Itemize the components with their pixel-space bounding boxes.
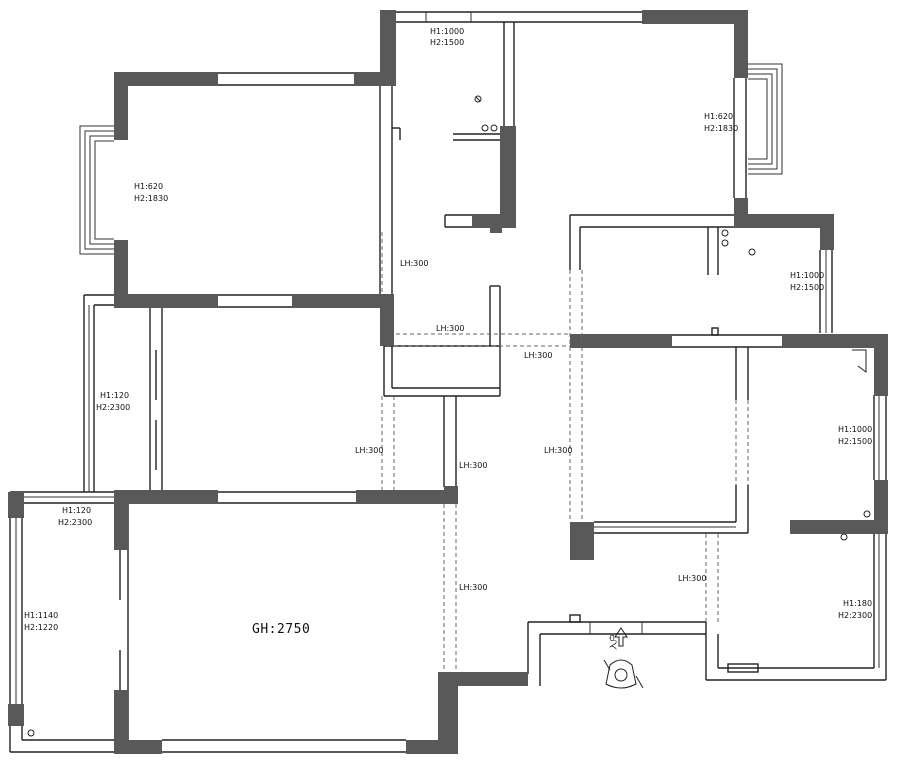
right-room-window-h2: H2:1500 xyxy=(838,437,872,446)
arrow-up-icon xyxy=(614,627,628,647)
top-window-h1: H1:1000 xyxy=(430,27,464,36)
lh-center-right-label: LH:300 xyxy=(544,446,572,455)
bay-window-right xyxy=(748,63,783,175)
bath-right-window-h1: H1:1000 xyxy=(790,271,824,280)
ceiling-height-label: GH:2750 xyxy=(252,622,310,637)
left-balcony-top-h2: H2:2300 xyxy=(96,403,130,412)
right-lower-window-h2: H2:2300 xyxy=(838,611,872,620)
left-balcony-side-h1: H1:1140 xyxy=(24,611,58,620)
walls xyxy=(8,10,888,754)
bedroom-right-window-h2: H2:1830 xyxy=(704,124,738,133)
entry-person-icon xyxy=(603,659,644,689)
lh-left-label: LH:300 xyxy=(355,446,383,455)
lh-lower-right-label: LH:300 xyxy=(678,574,706,583)
bedroom-left-window-h1: H1:620 xyxy=(134,182,163,191)
top-window-h2: H2:1500 xyxy=(430,38,464,47)
left-balcony-bottom-h1: H1:120 xyxy=(62,506,91,515)
bedroom-right-window-h1: H1:620 xyxy=(704,112,733,121)
lh-hall-label: LH:300 xyxy=(459,461,487,470)
bedroom-left-window-h2: H2:1830 xyxy=(134,194,168,203)
labels: H1:1000 H2:1500 H1:620 H2:1830 H1:620 H2… xyxy=(24,27,872,650)
ceiling-dashed-lines xyxy=(381,232,749,672)
entrance-label: 入户 xyxy=(608,634,618,650)
bay-window-left xyxy=(79,125,114,255)
lh-mid-label: LH:300 xyxy=(524,351,552,360)
right-lower-window-h1: H1:180 xyxy=(843,599,872,608)
bath-right-window-h2: H2:1500 xyxy=(790,283,824,292)
socket-icon xyxy=(27,95,871,737)
left-balcony-top-h1: H1:120 xyxy=(100,391,129,400)
left-balcony-side-h2: H2:1220 xyxy=(24,623,58,632)
right-room-window-h1: H1:1000 xyxy=(838,425,872,434)
left-balcony-bottom-h2: H2:2300 xyxy=(58,518,92,527)
lh-center-label: LH:300 xyxy=(436,324,464,333)
lh-corridor-label: LH:300 xyxy=(400,259,428,268)
lh-hall-lower-label: LH:300 xyxy=(459,583,487,592)
window-ticks xyxy=(15,12,880,704)
outline-lines xyxy=(9,11,887,753)
